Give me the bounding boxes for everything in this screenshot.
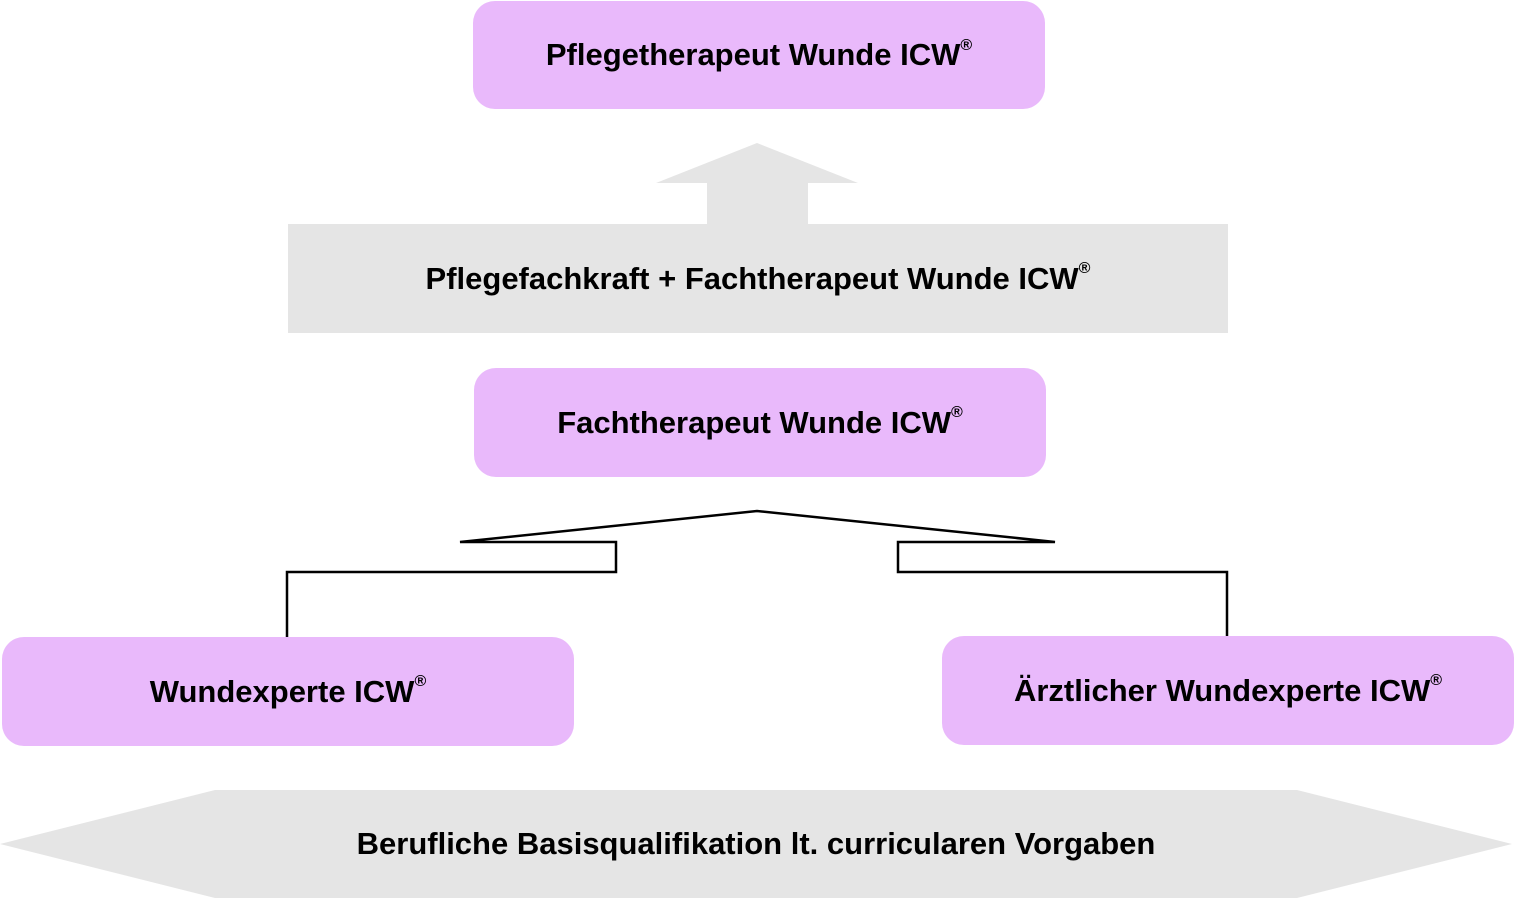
up-arrow-icon [656,143,858,224]
node-label: Pflegetherapeut Wunde ICW [545,37,961,72]
registered-mark: ® [960,36,973,54]
node-wundexperte: Wundexperte ICW® [2,637,574,746]
base-label-text: Berufliche Basisqualifikation lt. curric… [356,826,1156,861]
node-fachtherapeut: Fachtherapeut Wunde ICW® [474,368,1046,477]
base-label: Berufliche Basisqualifikation lt. curric… [0,790,1512,898]
registered-mark: ® [951,404,963,422]
merge-connector [285,509,1229,637]
band-pflegefachkraft: Pflegefachkraft + Fachtherapeut Wunde IC… [288,224,1228,333]
registered-mark: ® [1078,260,1091,278]
node-label: Ärztlicher Wundexperte ICW [1013,672,1431,708]
node-label: Fachtherapeut Wunde ICW [557,404,952,440]
base-band-shape [0,790,1512,898]
registered-mark: ® [1430,672,1443,690]
registered-mark: ® [414,673,427,691]
node-label: Wundexperte ICW [149,673,415,709]
node-pflegetherapeut: Pflegetherapeut Wunde ICW® [473,1,1045,109]
band-label: Pflegefachkraft + Fachtherapeut Wunde IC… [425,260,1079,296]
node-aerztlicher-wundexperte: Ärztlicher Wundexperte ICW® [942,636,1514,745]
